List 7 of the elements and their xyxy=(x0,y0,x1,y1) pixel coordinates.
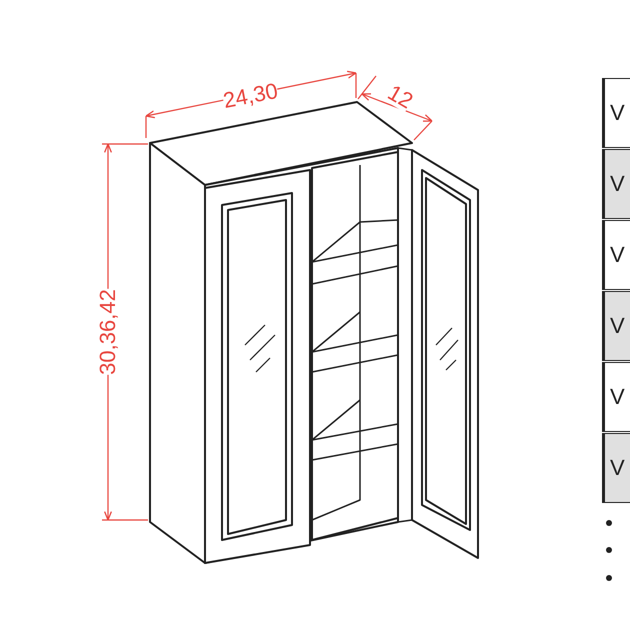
dimension-label: 30,36,42 xyxy=(96,289,119,375)
table-cell: V xyxy=(602,78,630,148)
table-cell: V xyxy=(602,149,630,219)
table-cell: V xyxy=(602,362,630,432)
table-cell: V xyxy=(602,291,630,361)
table-cell: V xyxy=(602,433,630,503)
table-cell: V xyxy=(602,220,630,290)
